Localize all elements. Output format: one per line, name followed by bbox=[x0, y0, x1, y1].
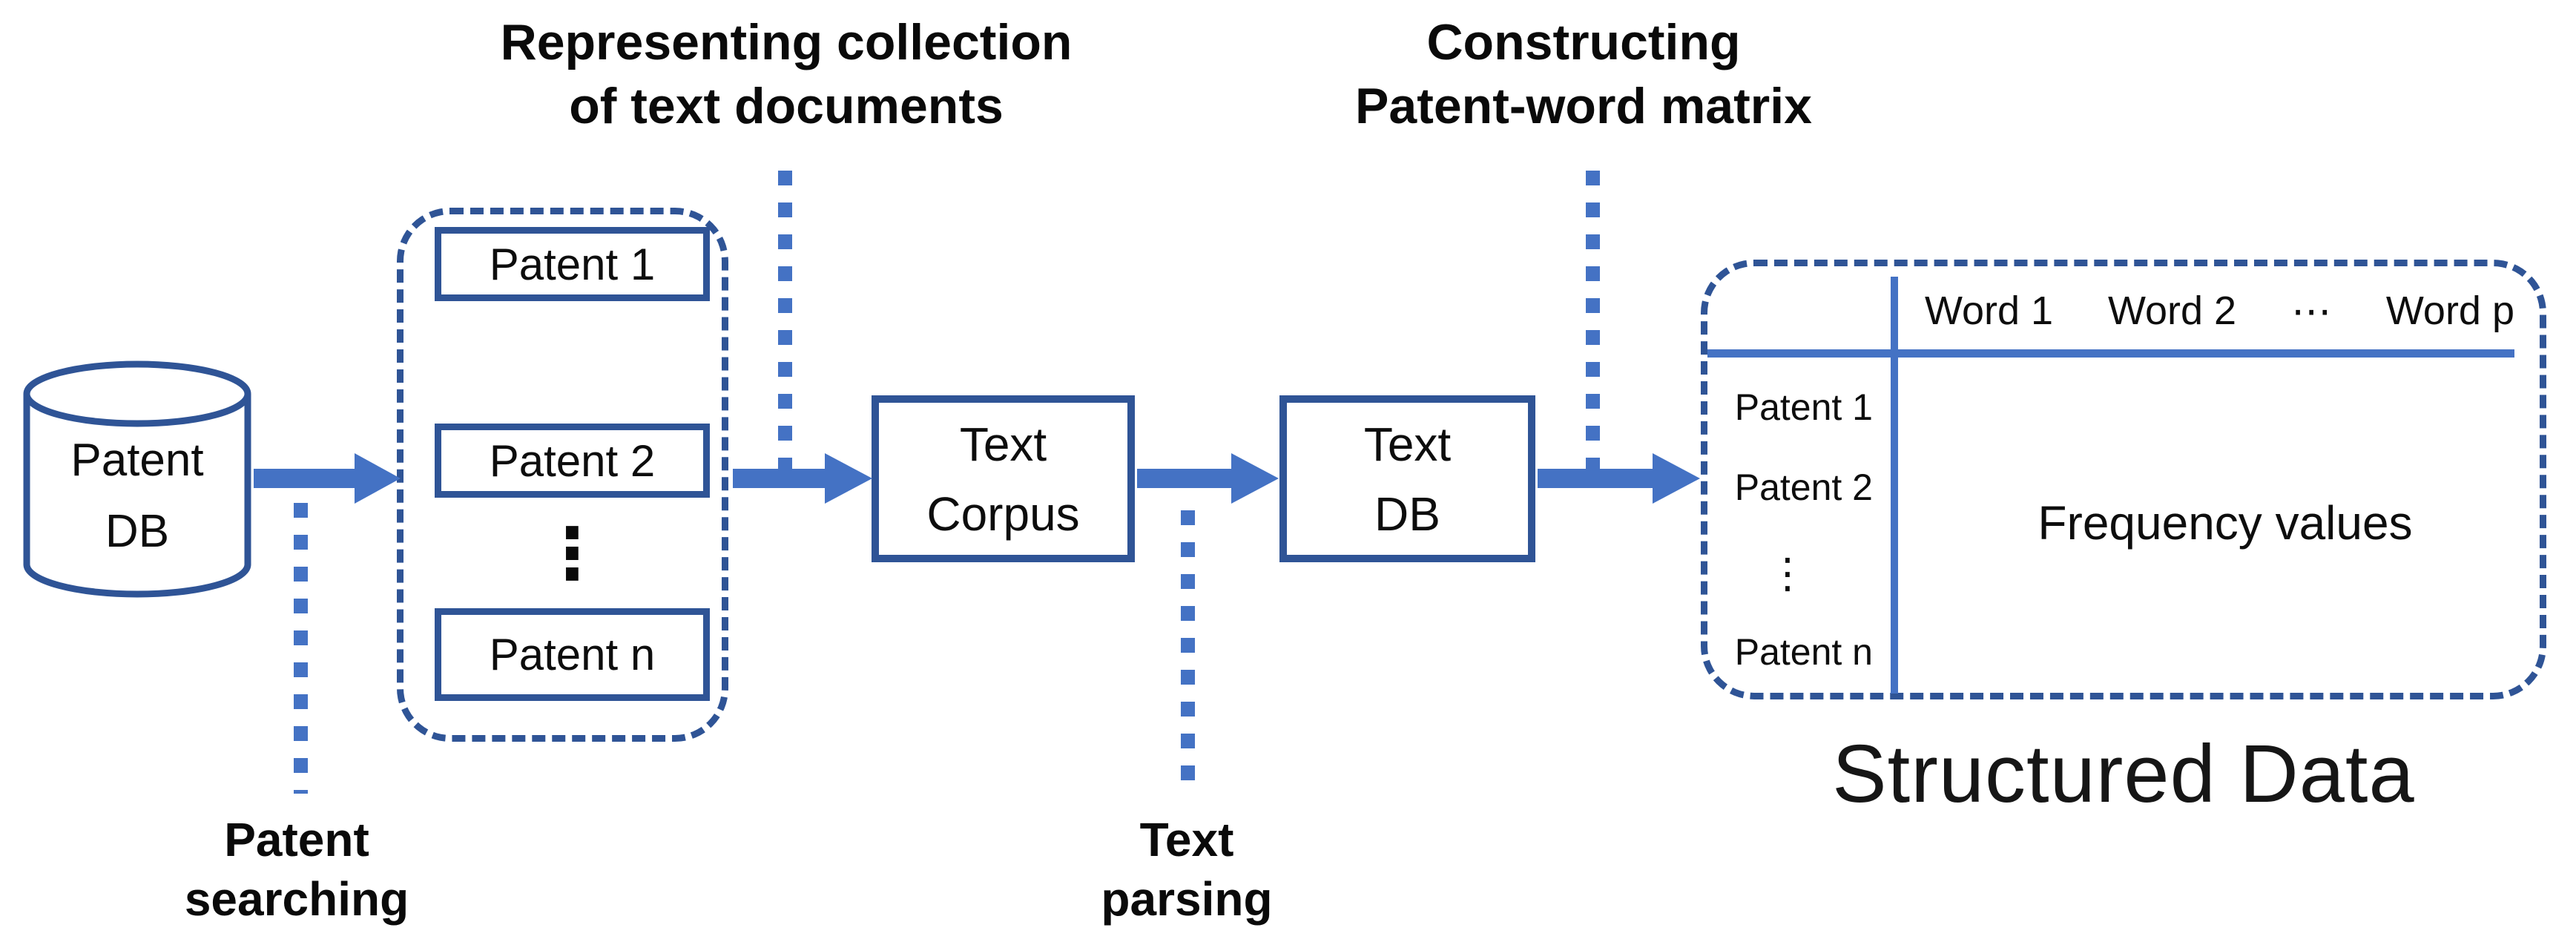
label-line: parsing bbox=[1101, 872, 1273, 926]
patent-n-box: Patent n bbox=[435, 608, 710, 701]
text-corpus-node: Text Corpus bbox=[872, 395, 1135, 562]
label-line: Patent bbox=[70, 435, 204, 486]
database-cylinder-icon bbox=[23, 360, 251, 598]
text-parsing-connector-line bbox=[1181, 510, 1195, 794]
label-text-parsing: Text parsing bbox=[964, 810, 1409, 929]
collection-vertical-ellipsis: ⋮ bbox=[537, 515, 607, 593]
patent-2-box: Patent 2 bbox=[435, 424, 710, 498]
representing-collection-connector-line bbox=[778, 171, 792, 478]
arrow-textdb-to-matrix bbox=[1538, 453, 1700, 504]
patent-word-matrix-box bbox=[1701, 260, 2546, 699]
col-header-word-2: Word 2 bbox=[2108, 289, 2237, 333]
matrix-column-headers: Word 1 Word 2 ⋯ Word p bbox=[1925, 284, 2514, 337]
structured-data-caption: Structured Data bbox=[1832, 728, 2415, 820]
col-header-word-p: Word p bbox=[2385, 289, 2514, 333]
label-constructing-matrix: Constructing Patent-word matrix bbox=[1213, 10, 1954, 138]
patent-1-box: Patent 1 bbox=[435, 227, 710, 301]
constructing-matrix-connector-line bbox=[1586, 171, 1600, 473]
arrow-corpus-to-textdb bbox=[1137, 453, 1279, 504]
label-line: Text bbox=[1363, 417, 1452, 471]
col-header-word-1: Word 1 bbox=[1925, 289, 2054, 333]
row-header-patent-2: Patent 2 bbox=[1734, 467, 1873, 508]
patent-1-label: Patent 1 bbox=[489, 239, 656, 289]
label-line: Text bbox=[1139, 813, 1234, 866]
arrow-collection-to-corpus bbox=[733, 453, 872, 504]
row-header-ellipsis: ⋮ bbox=[1767, 550, 1808, 596]
label-line: DB bbox=[1374, 487, 1440, 541]
label-line: Corpus bbox=[926, 487, 1080, 541]
text-db-node: Text DB bbox=[1279, 395, 1535, 562]
label-line: searching bbox=[184, 872, 409, 926]
label-line: Text bbox=[959, 417, 1047, 471]
col-header-ellipsis: ⋯ bbox=[2291, 289, 2331, 334]
matrix-vertical-divider bbox=[1891, 277, 1898, 694]
patent-n-label: Patent n bbox=[489, 630, 656, 679]
patent-db-node: Patent DB bbox=[20, 358, 254, 603]
patent-2-label: Patent 2 bbox=[489, 435, 656, 486]
document-collection-box: Patent 1 Patent 2 ⋮ Patent n bbox=[397, 208, 728, 742]
label-line: of text documents bbox=[569, 78, 1004, 134]
label-line: Patent-word matrix bbox=[1355, 78, 1812, 134]
label-line: DB bbox=[105, 506, 170, 557]
label-line: Representing collection bbox=[500, 14, 1073, 70]
matrix-frequency-values: Frequency values bbox=[2038, 496, 2413, 550]
label-representing-collection: Representing collection of text document… bbox=[341, 10, 1231, 138]
label-line: Constructing bbox=[1426, 14, 1741, 70]
row-header-patent-1: Patent 1 bbox=[1734, 386, 1873, 428]
label-line: Patent bbox=[224, 813, 369, 866]
arrow-patentdb-to-collection bbox=[254, 453, 401, 504]
row-header-patent-n: Patent n bbox=[1734, 631, 1873, 673]
patent-db-label: Patent DB bbox=[20, 425, 254, 567]
matrix-horizontal-divider bbox=[1707, 349, 2514, 358]
patent-searching-connector-line bbox=[294, 503, 308, 794]
label-patent-searching: Patent searching bbox=[67, 810, 527, 929]
